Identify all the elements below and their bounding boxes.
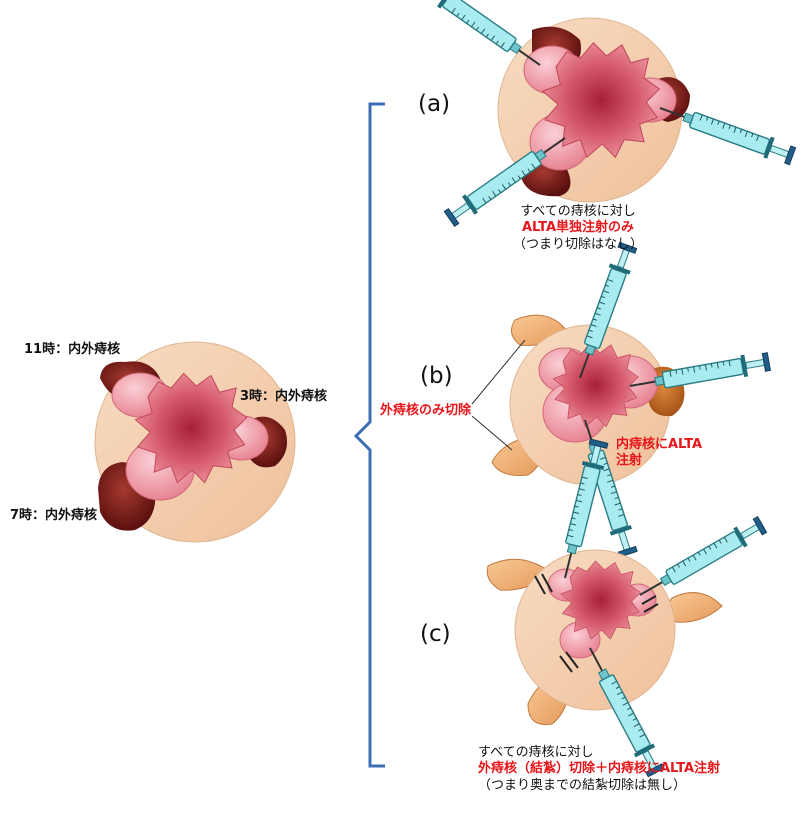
label-3-oclock: 3時：内外痔核 <box>240 389 328 404</box>
panel-c-caption-line1: すべての痔核に対し <box>478 745 594 760</box>
panel-b-letter: (b) <box>420 363 453 389</box>
panel-a-caption-line3: （つまり切除はなし） <box>512 236 643 252</box>
panel-c-caption-line3: （つまり奥までの結紮切除は無し） <box>478 777 687 793</box>
panel-c-caption-line2: 外痔核（結紮）切除＋内痔核にALTA注射 <box>478 761 721 777</box>
panel-c-caption: すべての痔核に対し 外痔核（結紮）切除＋内痔核にALTA注射 （つまり奥までの結… <box>478 745 720 794</box>
panel-a-caption-line2: ALTA単独注射のみ <box>521 220 635 236</box>
panel-b-diagram <box>471 240 772 559</box>
panel-c-letter: (c) <box>420 621 451 647</box>
ligature-marks <box>534 573 659 673</box>
panel-a-letter: (a) <box>418 91 451 117</box>
label-11-oclock: 11時：内外痔核 <box>24 342 121 357</box>
panel-b-inject-line2: 注射 <box>616 453 643 469</box>
panel-a-caption-line1: すべての痔核に対し <box>520 204 636 219</box>
panel-b-excise-label: 外痔核のみ切除 <box>380 403 472 418</box>
panel-c-diagram <box>486 437 769 779</box>
source-anus-diagram <box>94 341 296 543</box>
grouping-brace <box>353 102 385 768</box>
panel-a-diagram <box>417 0 798 229</box>
panel-b-inject-label: 内痔核にALTA 注射 <box>616 437 702 470</box>
label-7-oclock: 7時：内外痔核 <box>10 508 98 523</box>
panel-b-inject-line1: 内痔核にALTA <box>616 437 703 452</box>
panel-a-caption: すべての痔核に対し ALTA単独注射のみ （つまり切除はなし） <box>478 204 678 253</box>
